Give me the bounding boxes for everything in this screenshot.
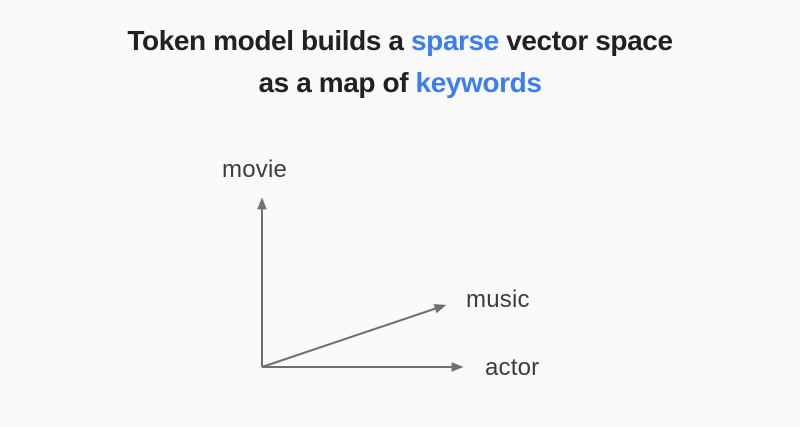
title-highlight-sparse: sparse <box>410 25 499 56</box>
music-vector-arrow <box>261 304 447 368</box>
title-line-1-prefix: Token model builds a <box>127 25 411 56</box>
title-line-1: Token model builds a sparse vector space <box>0 20 800 62</box>
title-highlight-keywords: keywords <box>415 67 542 98</box>
axis-label-movie: movie <box>222 156 288 183</box>
page-title: Token model builds a sparse vector space… <box>0 20 800 104</box>
title-line-2-prefix: as a map of <box>258 67 416 98</box>
title-line-2: as a map of keywords <box>0 62 800 104</box>
title-line-1-suffix: vector space <box>498 25 673 56</box>
axis-label-actor: actor <box>485 354 540 381</box>
axis-label-music: music <box>466 286 530 313</box>
